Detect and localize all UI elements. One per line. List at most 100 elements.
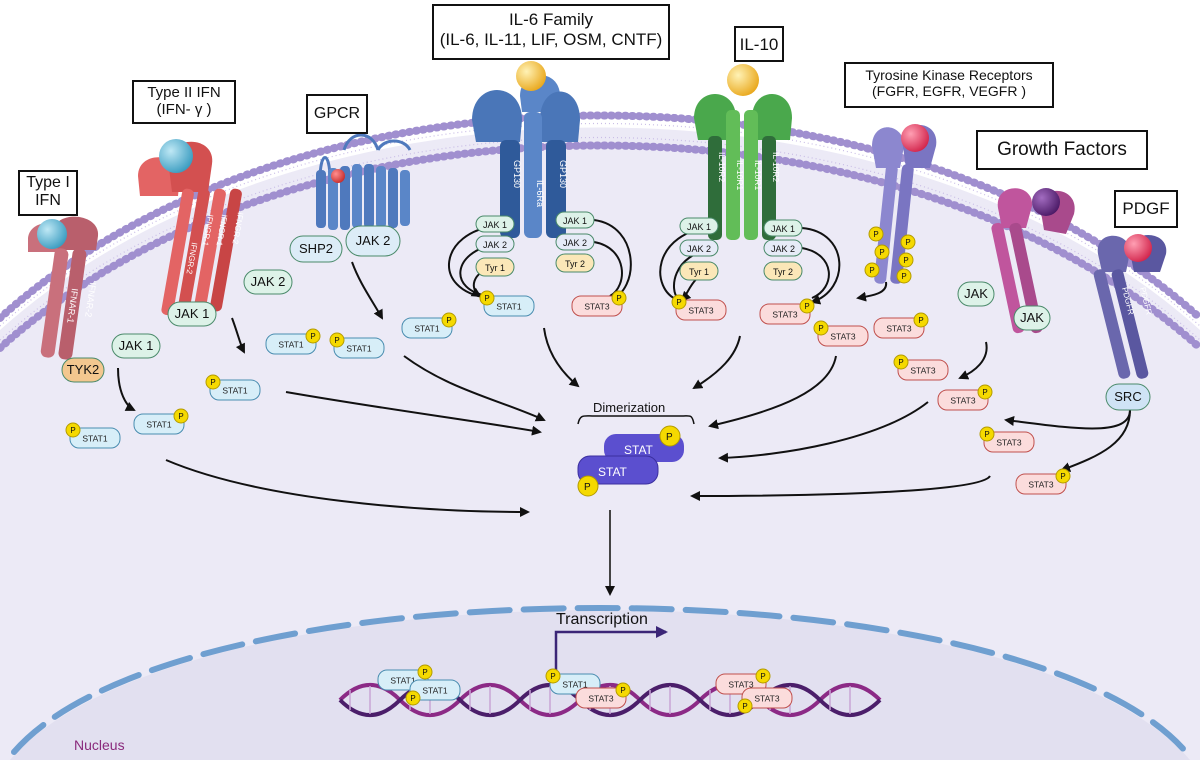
stat-dimer: STAT STAT P P — [577, 425, 684, 497]
stat-dimer-label-a: STAT — [624, 443, 654, 457]
phospho-p-label: P — [410, 694, 415, 703]
gpcr-title: GPCR — [313, 105, 361, 122]
dimer-p-a: P — [666, 432, 673, 443]
gpcr-label: GPCR — [306, 94, 368, 134]
stat1-label: STAT1 — [414, 324, 439, 334]
phospho-p: P — [913, 312, 929, 328]
phospho-p-label: P — [898, 358, 903, 367]
nuclear-envelope — [11, 605, 1189, 755]
type2-ifn-title: Type II IFN — [147, 84, 221, 101]
phospho-p: P — [65, 422, 81, 438]
pdgf-label: PDGF — [1114, 190, 1178, 228]
il6-family-title: IL-6 Family — [508, 10, 594, 29]
jak2-il6-left-label: JAK 2 — [483, 240, 507, 250]
stat1-molecule: STAT1 P — [205, 374, 261, 401]
il6-family-members: (IL-6, IL-11, LIF, OSM, CNTF) — [439, 30, 663, 49]
growth-factor-ligand — [1032, 188, 1060, 216]
tkr-phospho: P — [900, 234, 916, 250]
jak1-il6-right: JAK 1 — [555, 211, 595, 229]
type1-ifn-ligand — [37, 219, 67, 249]
jak1-il10-right-label: JAK 1 — [771, 224, 795, 234]
jak2-il10-left: JAK 2 — [679, 239, 719, 257]
stat1-label: STAT1 — [346, 344, 371, 354]
gp130-label-a: GP130 — [512, 160, 522, 188]
stat1-molecule: STAT1 P — [329, 332, 385, 359]
nucleus-label: Nucleus — [74, 737, 125, 753]
stat3-label: STAT3 — [830, 332, 855, 342]
jak-kinase-gf-right: JAK — [1013, 305, 1051, 331]
phospho-p-label: P — [550, 672, 555, 681]
stat1-label: STAT1 — [278, 340, 303, 350]
phospho-p-label: P — [901, 272, 906, 281]
tyr2-il6-right-label: Tyr 2 — [565, 259, 585, 269]
jak2-il6-left: JAK 2 — [475, 235, 515, 253]
stat1-label: STAT1 — [222, 386, 247, 396]
phospho-p: P — [417, 664, 433, 680]
jak2-il6-right-label: JAK 2 — [563, 238, 587, 248]
stat3-label: STAT3 — [950, 396, 975, 406]
type1-ifn-title-a: Type I — [26, 174, 70, 191]
tyr1-il10-left: Tyr 1 — [679, 261, 719, 281]
jak-kinase-gf-right-label: JAK — [1020, 310, 1044, 325]
stat3-label: STAT3 — [886, 324, 911, 334]
phospho-p: P — [813, 320, 829, 336]
phospho-p-label: P — [982, 388, 987, 397]
stat1-label: STAT1 — [82, 434, 107, 444]
type2-ifn-ligand — [159, 139, 193, 173]
il10r1-label-a: IL-10R1 — [735, 160, 745, 191]
il10r1-label-b: IL-10R1 — [753, 160, 763, 191]
stat3-molecule: STAT3 P — [893, 354, 949, 381]
tyk2-kinase-label: TYK2 — [67, 362, 100, 377]
tyr2-il10-right: Tyr 2 — [763, 261, 803, 281]
tyr1-il6-left-label: Tyr 1 — [485, 263, 505, 273]
stat3-label: STAT3 — [772, 310, 797, 320]
il6-ligand — [516, 61, 546, 91]
phospho-p-label: P — [903, 256, 908, 265]
phospho-p-label: P — [676, 298, 681, 307]
pdgf-ligand — [1124, 234, 1152, 262]
tkr-phospho: P — [868, 226, 884, 242]
phospho-p-label: P — [334, 336, 339, 345]
il10r2-label-a: IL-10R2 — [717, 152, 727, 183]
transcription-label: Transcription — [556, 611, 648, 628]
phospho-p: P — [173, 408, 189, 424]
gpcr-receptor — [316, 133, 412, 230]
jak1-kinase-type2: JAK 1 — [167, 301, 217, 327]
phospho-p-label: P — [984, 430, 989, 439]
il10r2-label-b: IL-10R2 — [771, 152, 781, 183]
pdgf-title: PDGF — [1122, 199, 1170, 218]
jak-kinase-gf-left-label: JAK — [964, 286, 988, 301]
stat3-label: STAT3 — [910, 366, 935, 376]
phospho-p: P — [799, 298, 815, 314]
growth-factors-title: Growth Factors — [997, 139, 1127, 160]
phospho-p: P — [671, 294, 687, 310]
stat3-label: STAT3 — [754, 694, 779, 704]
jak2-il10-right-label: JAK 2 — [771, 244, 795, 254]
dimerization-bracket — [577, 415, 695, 425]
type2-ifn-receptor: IFNGR-2 IFNGR-1 IFNGR-1 IFNGR-2 — [138, 141, 245, 316]
phospho-p-label: P — [873, 230, 878, 239]
phospho-p-label: P — [905, 238, 910, 247]
stat3-label: STAT3 — [688, 306, 713, 316]
phospho-p-label: P — [760, 672, 765, 681]
phospho-p: P — [405, 690, 421, 706]
stat3-label: STAT3 — [584, 302, 609, 312]
phospho-p: P — [205, 374, 221, 390]
jak2-kinase-type2: JAK 2 — [243, 269, 293, 295]
tyrosine-kinase-receptors-label: Tyrosine Kinase Receptors (FGFR, EGFR, V… — [844, 62, 1054, 108]
phospho-p: P — [737, 698, 753, 714]
jak1-il6-right-label: JAK 1 — [563, 216, 587, 226]
tkr-phospho: P — [864, 262, 880, 278]
tyr1-il6-left: Tyr 1 — [475, 257, 515, 277]
stat3-label: STAT3 — [728, 680, 753, 690]
jak1-il6-left-label: JAK 1 — [483, 220, 507, 230]
tyk2-kinase: TYK2 — [61, 357, 105, 383]
jak-kinase-gf-left: JAK — [957, 281, 995, 307]
phospho-p-label: P — [210, 378, 215, 387]
stat3-label: STAT3 — [1028, 480, 1053, 490]
